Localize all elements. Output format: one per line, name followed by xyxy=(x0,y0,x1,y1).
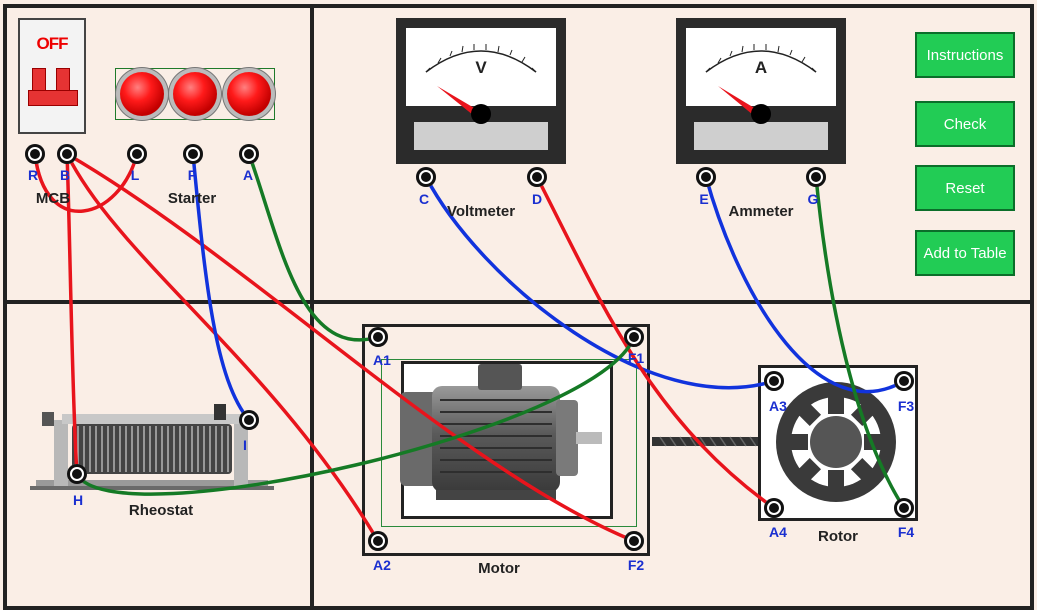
check-button[interactable]: Check xyxy=(915,101,1015,147)
terminal-A3[interactable] xyxy=(764,371,784,391)
terminal-label-B: B xyxy=(59,167,71,183)
terminal-F1[interactable] xyxy=(624,327,644,347)
mcb-breaker[interactable]: OFF xyxy=(18,18,86,134)
terminal-F[interactable] xyxy=(183,144,203,164)
mcb-off-label: OFF xyxy=(36,34,69,53)
terminal-label-F3: F3 xyxy=(897,398,915,414)
terminal-label-A3: A3 xyxy=(769,398,787,414)
terminal-F2[interactable] xyxy=(624,531,644,551)
terminal-label-A: A xyxy=(242,167,254,183)
terminal-A1[interactable] xyxy=(368,327,388,347)
terminal-C[interactable] xyxy=(416,167,436,187)
terminal-label-A1: A1 xyxy=(373,352,391,368)
ammeter: A xyxy=(676,18,846,186)
reset-button[interactable]: Reset xyxy=(915,165,1015,211)
rheostat-label: Rheostat xyxy=(128,502,194,519)
motor-box xyxy=(362,324,650,556)
terminal-H[interactable] xyxy=(67,464,87,484)
terminal-label-F1: F1 xyxy=(627,350,645,366)
terminal-label-G: G xyxy=(807,191,819,207)
mcb-label: MCB xyxy=(35,190,71,207)
voltmeter-label: Voltmeter xyxy=(446,203,516,220)
rotor-box xyxy=(758,365,918,521)
add-to-table-button[interactable]: Add to Table xyxy=(915,230,1015,276)
terminal-label-D: D xyxy=(531,191,543,207)
terminal-label-A2: A2 xyxy=(373,557,391,573)
terminal-E[interactable] xyxy=(696,167,716,187)
terminal-D[interactable] xyxy=(527,167,547,187)
voltmeter-symbol: V xyxy=(475,58,487,77)
terminal-label-R: R xyxy=(27,167,39,183)
indicator-lamp-1 xyxy=(120,72,164,116)
terminal-label-F: F xyxy=(187,167,197,183)
terminal-A[interactable] xyxy=(239,144,259,164)
terminal-R[interactable] xyxy=(25,144,45,164)
voltmeter: V xyxy=(396,18,566,186)
terminal-label-I: I xyxy=(243,437,247,453)
terminal-L[interactable] xyxy=(127,144,147,164)
terminal-G[interactable] xyxy=(806,167,826,187)
terminal-B[interactable] xyxy=(57,144,77,164)
terminal-label-A4: A4 xyxy=(769,524,787,540)
terminal-I[interactable] xyxy=(239,410,259,430)
starter-label: Starter xyxy=(167,190,217,207)
terminal-label-F2: F2 xyxy=(627,557,645,573)
ammeter-symbol: A xyxy=(754,58,768,77)
motor-label: Motor xyxy=(478,560,520,577)
terminal-label-C: C xyxy=(418,191,430,207)
instructions-button[interactable]: Instructions xyxy=(915,32,1015,78)
indicator-lamp-panel xyxy=(115,68,275,120)
indicator-lamp-3 xyxy=(227,72,271,116)
terminal-A2[interactable] xyxy=(368,531,388,551)
ammeter-label: Ammeter xyxy=(728,203,794,220)
terminal-label-L: L xyxy=(130,167,140,183)
terminal-label-H: H xyxy=(72,492,84,508)
terminal-F3[interactable] xyxy=(894,371,914,391)
panel-bottom-left xyxy=(3,300,317,610)
mcb-toggle[interactable] xyxy=(28,66,78,106)
indicator-lamp-2 xyxy=(173,72,217,116)
terminal-F4[interactable] xyxy=(894,498,914,518)
terminal-label-E: E xyxy=(699,191,709,207)
terminal-A4[interactable] xyxy=(764,498,784,518)
rotor-label: Rotor xyxy=(818,528,858,545)
terminal-label-F4: F4 xyxy=(897,524,915,540)
